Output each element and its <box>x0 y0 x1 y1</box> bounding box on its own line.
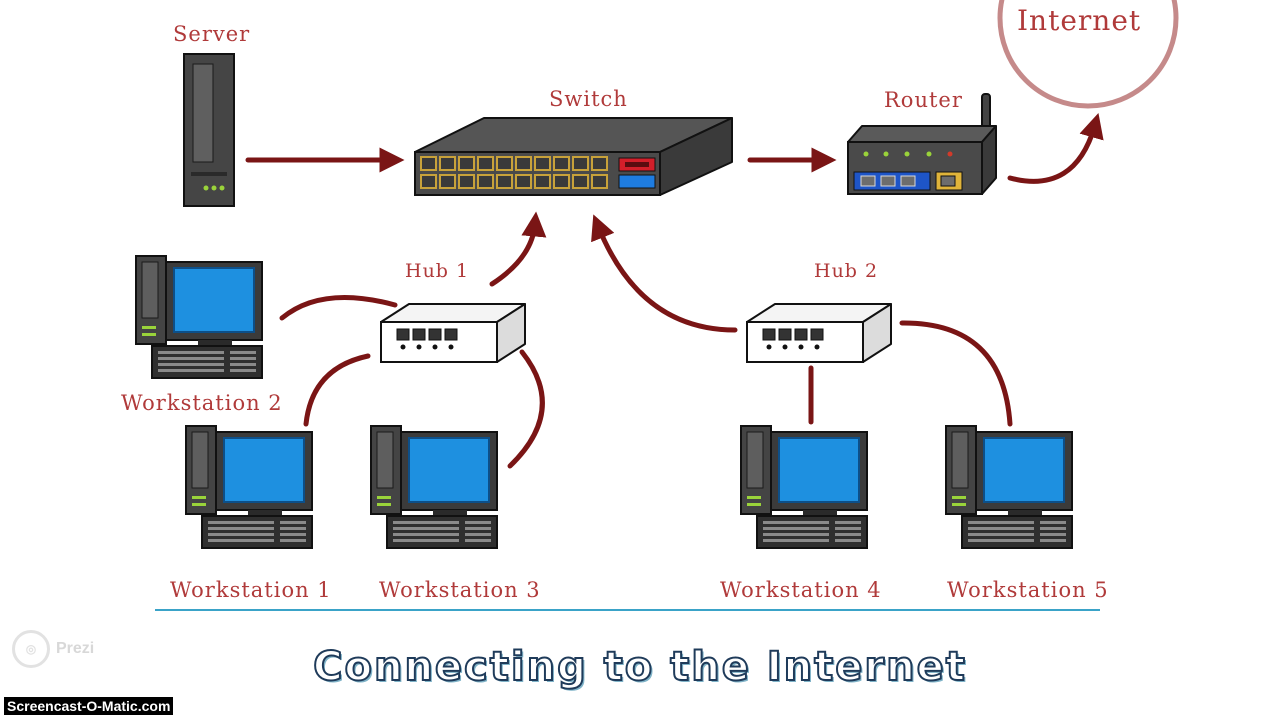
workstation3-label: Workstation 3 <box>379 578 541 602</box>
switch-port <box>439 156 456 171</box>
workstation1-icon <box>185 425 313 549</box>
switch-port <box>420 156 437 171</box>
workstation4-label: Workstation 4 <box>720 578 882 602</box>
prezi-icon: ◎ <box>12 630 50 668</box>
switch-port <box>439 174 456 189</box>
router-label: Router <box>884 88 963 112</box>
workstation1-label: Workstation 1 <box>170 578 332 602</box>
switch-port <box>591 156 608 171</box>
hub2-label: Hub 2 <box>814 260 879 282</box>
hub2-icon <box>746 303 892 363</box>
switch-port <box>496 174 513 189</box>
hub1-label: Hub 1 <box>405 260 470 282</box>
switch-port <box>553 174 570 189</box>
switch-port <box>458 156 475 171</box>
switch-label: Switch <box>549 87 628 111</box>
switch-icon <box>414 117 733 196</box>
workstation2-label: Workstation 2 <box>121 391 283 415</box>
workstation5-icon <box>945 425 1073 549</box>
switch-port <box>496 156 513 171</box>
prezi-logo: ◎ Prezi <box>12 628 94 670</box>
switch-port <box>458 174 475 189</box>
switch-port <box>553 156 570 171</box>
hub2-to-switch-arrow <box>591 214 738 333</box>
switch-port <box>515 156 532 171</box>
router-to-internet-arrow <box>1007 112 1104 184</box>
switch-port <box>477 174 494 189</box>
ws3-to-hub1-link <box>507 349 545 469</box>
switch-port <box>591 174 608 189</box>
server-label: Server <box>173 22 251 46</box>
screencast-watermark: Screencast-O-Matic.com <box>4 697 174 715</box>
switch-port <box>534 156 551 171</box>
switch-port <box>477 156 494 171</box>
switch-port <box>515 174 532 189</box>
workstation5-label: Workstation 5 <box>947 578 1109 602</box>
slide-title: Connecting to the Internet <box>312 643 967 691</box>
workstation4-icon <box>740 425 868 549</box>
ws5-to-hub2-link <box>899 320 1013 427</box>
router-icon <box>847 93 997 195</box>
server-icon <box>183 53 235 207</box>
internet-circle <box>997 0 1179 109</box>
title-divider <box>155 609 1100 611</box>
workstation2-icon <box>135 255 263 379</box>
switch-port <box>420 174 437 189</box>
switch-port <box>534 174 551 189</box>
hub1-to-switch-arrow <box>489 211 547 287</box>
switch-port <box>572 156 589 171</box>
internet-label: Internet <box>1017 4 1142 37</box>
switch-port <box>572 174 589 189</box>
hub1-icon <box>380 303 526 363</box>
prezi-text: Prezi <box>56 640 95 657</box>
workstation3-icon <box>370 425 498 549</box>
ws2-to-hub1-link <box>279 295 398 321</box>
ws1-to-hub1-link <box>303 353 371 427</box>
